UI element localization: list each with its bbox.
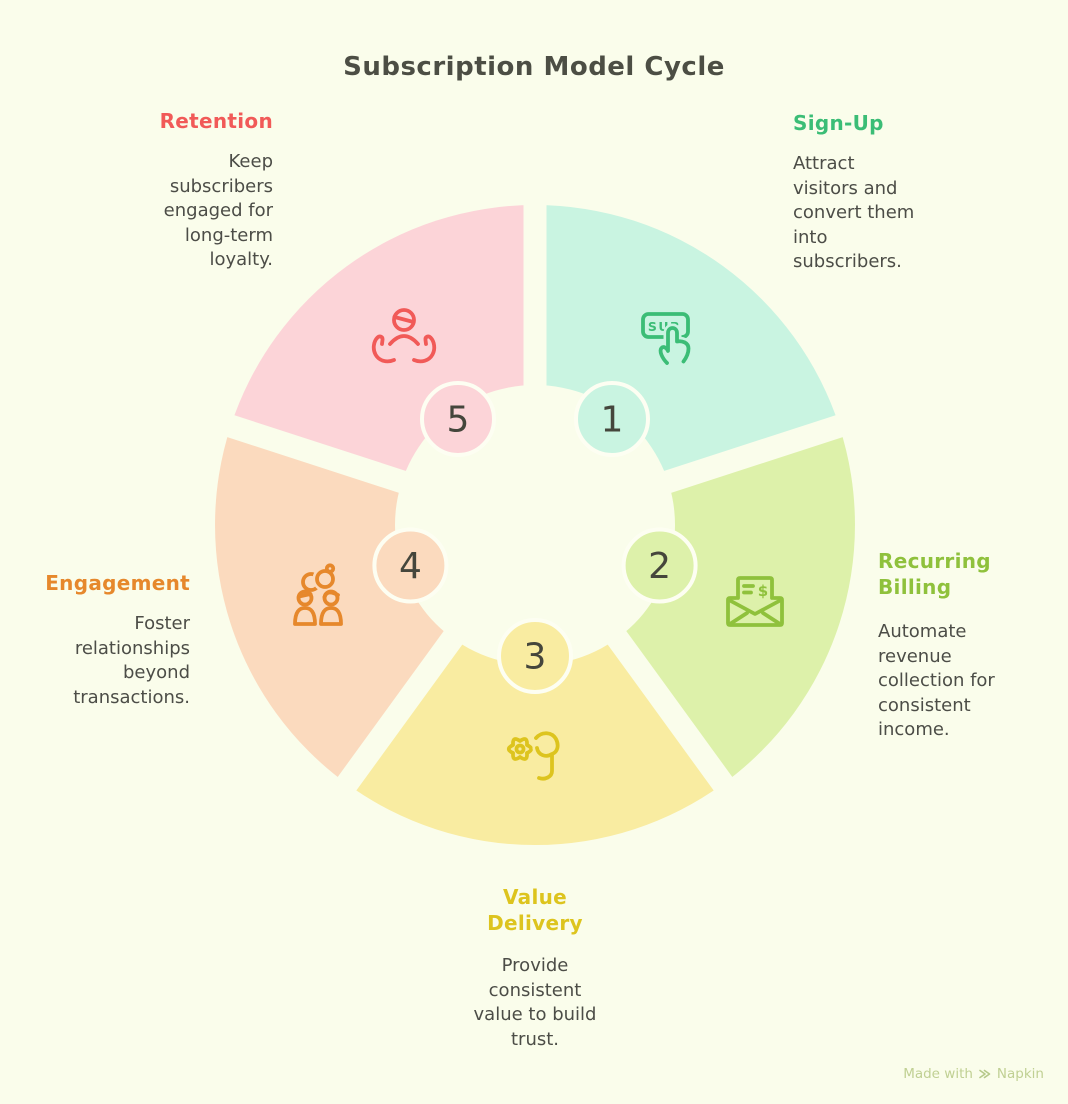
sub-button-click-icon: SUB bbox=[641, 312, 693, 368]
badge-number-4: 4 bbox=[399, 546, 422, 587]
billing-envelope-icon: $ bbox=[726, 576, 784, 627]
segment-title-engagement: Engagement bbox=[45, 571, 190, 595]
made-with-napkin-link[interactable]: Made with Napkin bbox=[903, 1066, 1044, 1082]
napkin-logo-icon bbox=[979, 1069, 991, 1079]
label-retention: Retention Keep subscribers engaged for l… bbox=[58, 108, 273, 273]
caring-hands-person-icon bbox=[371, 308, 437, 364]
number-badge-3 bbox=[497, 618, 573, 694]
label-engagement: Engagement Foster relationships beyond t… bbox=[20, 570, 190, 710]
segment-description-sign-up: Attract visitors and convert them into s… bbox=[793, 153, 915, 272]
people-with-rings-icon bbox=[293, 563, 343, 626]
page-title: Subscription Model Cycle bbox=[343, 52, 725, 82]
segment-title-retention: Retention bbox=[159, 109, 273, 133]
badge-number-3: 3 bbox=[524, 637, 547, 678]
watermark-prefix: Made with bbox=[903, 1066, 973, 1082]
segment-title-recurring-billing: Recurring Billing bbox=[878, 549, 991, 599]
badge-number-1: 1 bbox=[601, 400, 624, 441]
segment-description-engagement: Foster relationships beyond transactions… bbox=[73, 613, 190, 708]
watermark-brand: Napkin bbox=[996, 1066, 1044, 1082]
segment-title-sign-up: Sign-Up bbox=[793, 111, 884, 135]
badge-number-5: 5 bbox=[447, 400, 470, 441]
number-badge-5 bbox=[420, 381, 496, 457]
number-badge-2 bbox=[621, 527, 698, 604]
label-value-delivery: Value Delivery Provide consistent value … bbox=[435, 884, 635, 1052]
label-recurring-billing: Recurring Billing Automate revenue colle… bbox=[878, 548, 1056, 743]
segment-title-value-delivery: Value Delivery bbox=[487, 885, 583, 935]
hand-holding-gear-icon bbox=[506, 728, 563, 784]
number-badge-1 bbox=[574, 381, 650, 457]
badge-number-2: 2 bbox=[648, 546, 671, 587]
segment-description-recurring-billing: Automate revenue collection for consiste… bbox=[878, 621, 995, 740]
billing-currency-label: $ bbox=[758, 582, 768, 600]
label-sign-up: Sign-Up Attract visitors and convert the… bbox=[793, 110, 983, 275]
segment-description-retention: Keep subscribers engaged for long-term l… bbox=[163, 151, 273, 270]
number-badges: 1 2 3 4 5 bbox=[372, 381, 698, 694]
number-badge-4 bbox=[372, 527, 449, 604]
segment-description-value-delivery: Provide consistent value to build trust. bbox=[473, 955, 597, 1050]
